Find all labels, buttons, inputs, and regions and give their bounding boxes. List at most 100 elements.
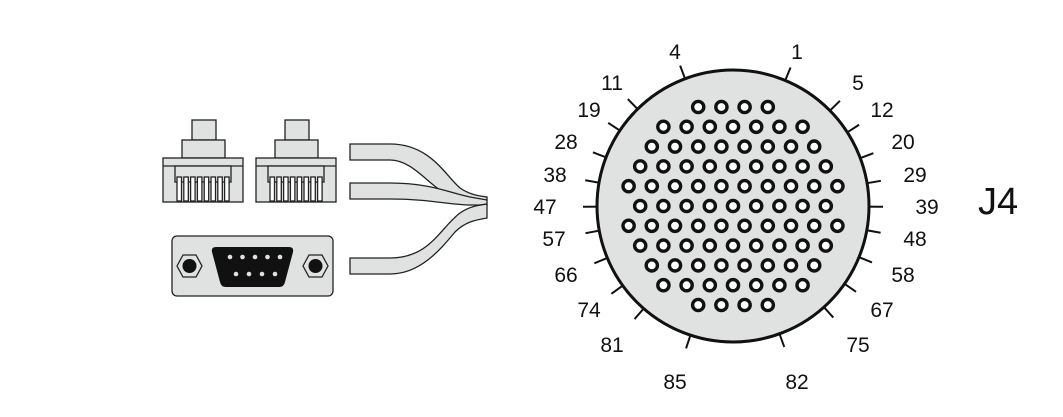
pin-hole	[690, 258, 706, 273]
db9-pin	[246, 271, 252, 277]
pin-hole	[714, 218, 729, 234]
pin-hole	[818, 159, 834, 174]
db9-shell	[211, 247, 294, 287]
db9-pin	[227, 254, 233, 260]
pin-hole	[690, 178, 706, 194]
pin-label: 4	[669, 41, 681, 64]
contact-pin	[189, 176, 196, 202]
db9-pin	[259, 271, 265, 277]
pin-hole	[690, 297, 706, 313]
pin-hole	[737, 258, 752, 273]
pin-hole	[760, 258, 776, 273]
pin-label: 82	[785, 371, 808, 394]
pin-hole	[702, 198, 718, 214]
db9-pin	[233, 271, 239, 277]
pin-hole	[772, 238, 787, 253]
pin-hole	[760, 218, 776, 234]
pin-hole	[748, 159, 764, 174]
pin-hole	[795, 198, 810, 214]
pin-hole	[656, 277, 671, 293]
contact-pin	[210, 176, 217, 202]
pin-label: 19	[577, 99, 600, 122]
contact-pin	[282, 176, 289, 202]
pin-hole	[656, 238, 671, 253]
pin-hole	[783, 258, 799, 273]
cable-3	[349, 203, 488, 275]
pin-label: 29	[903, 164, 926, 187]
pin-hole	[690, 218, 706, 234]
connector-label: J4	[978, 181, 1018, 223]
contact-pin	[303, 176, 310, 202]
pin-hole	[737, 218, 752, 234]
pin-hole	[725, 159, 741, 174]
pin-hole	[725, 119, 741, 135]
pin-hole	[644, 258, 660, 273]
pin-label: 5	[852, 72, 864, 95]
pin-hole	[644, 178, 660, 194]
pin-hole	[737, 139, 752, 154]
pin-hole	[795, 238, 810, 253]
pin-label: 75	[846, 334, 869, 357]
contact-pin	[276, 176, 282, 202]
pin-hole	[679, 238, 694, 253]
pin-hole	[690, 99, 706, 115]
pin-hole	[772, 119, 787, 135]
pin-hole	[737, 178, 752, 194]
pin-label: 20	[891, 131, 914, 154]
pin-hole	[702, 238, 718, 253]
pin-hole	[656, 159, 671, 174]
pin-hole	[783, 139, 799, 154]
pin-hole	[679, 159, 694, 174]
pin-hole	[644, 139, 660, 154]
pin-label: 12	[870, 99, 893, 122]
pin-hole	[679, 198, 694, 214]
pin-hole	[818, 238, 834, 253]
pin-hole	[725, 198, 741, 214]
pin-hole	[806, 178, 822, 194]
pin-hole	[795, 119, 810, 135]
pin-hole	[795, 277, 810, 293]
pin-hole	[656, 198, 671, 214]
pin-label: 81	[600, 334, 623, 357]
pin-hole	[632, 159, 648, 174]
pin-hole	[795, 159, 810, 174]
pin-hole	[714, 139, 729, 154]
db9-pin	[277, 254, 283, 260]
pin-label: 48	[903, 228, 926, 251]
pin-label: 85	[663, 371, 686, 394]
contact-pin	[310, 176, 316, 202]
pin-hole	[621, 218, 636, 234]
pin-hole	[714, 258, 729, 273]
cable-bundle	[349, 143, 488, 275]
pin-hole	[748, 238, 764, 253]
pin-hole	[702, 159, 718, 174]
pin-hole	[714, 178, 729, 194]
db9-pin	[240, 254, 245, 260]
pin-label: 39	[915, 196, 938, 219]
contact-pin	[183, 176, 189, 202]
pin-hole	[806, 258, 822, 273]
pin-hole	[667, 139, 683, 154]
db9-pin	[252, 254, 258, 260]
pin-label: 28	[554, 131, 577, 154]
pin-hole	[830, 218, 845, 234]
db9-connector	[171, 235, 334, 297]
pin-hole	[690, 139, 706, 154]
contact-pin	[217, 176, 223, 202]
contact-pin	[316, 176, 323, 202]
contact-pin	[176, 176, 183, 202]
pin-hole	[714, 99, 729, 115]
pin-label: 74	[577, 299, 601, 322]
pin-hole	[806, 218, 822, 234]
pin-hole	[760, 178, 776, 194]
pin-hole	[772, 198, 787, 214]
rj45-plug	[162, 119, 244, 203]
pin-hole	[679, 119, 694, 135]
contact-pin	[196, 176, 203, 202]
pin-hole	[737, 297, 752, 313]
pin-hole	[714, 297, 729, 313]
pin-hole	[772, 277, 787, 293]
pin-hole	[667, 178, 683, 194]
